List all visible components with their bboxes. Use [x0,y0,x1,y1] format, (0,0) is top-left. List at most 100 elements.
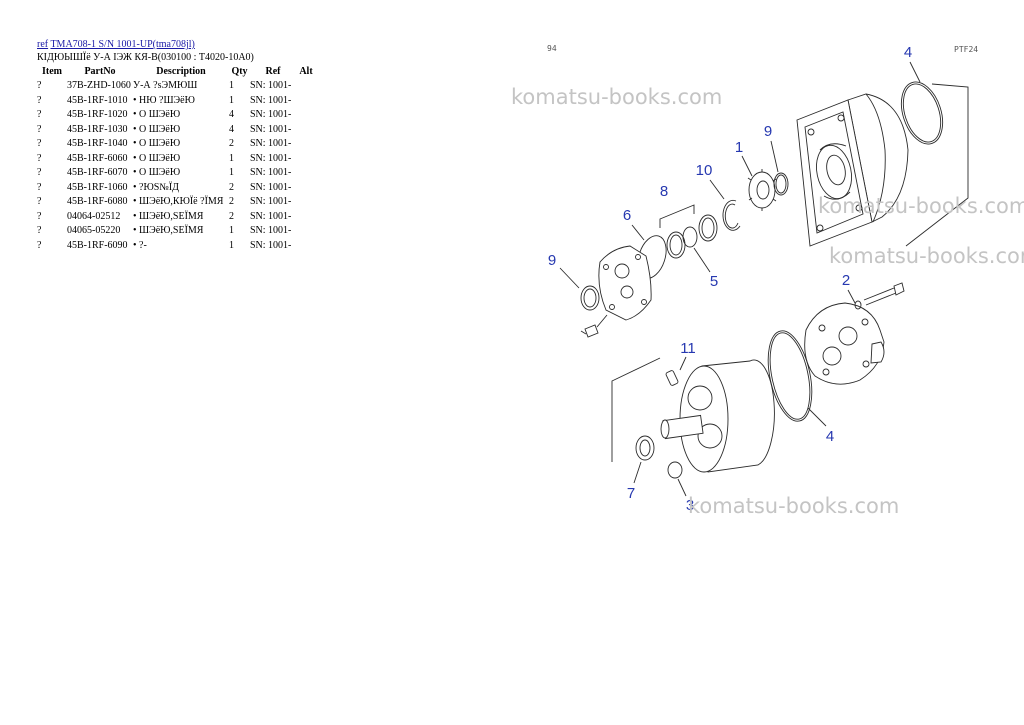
watermark-2: komatsu-books.com [818,194,1024,218]
cell-ref: SN: 1001- [250,239,292,251]
cell-qty: 2 [229,196,234,207]
cell-ref: SN: 1001- [250,225,292,236]
cell-partno: 37B-ZHD-1060 [67,80,131,91]
cell-qty: 2 [229,138,234,149]
rings-8 [659,204,718,259]
cell-item: ? [37,109,42,120]
cell-description: • НЮ ?ШЭёЮ [133,94,195,106]
spline-coupling [747,169,777,211]
parts-row: ? 45B-1RF-1060 • ?ЮЅ№ЇД 2 SN: 1001- [37,181,316,196]
cell-ref: SN: 1001- [250,181,292,193]
callout-5: 5 [710,273,718,290]
callout-1: 1 [735,139,743,156]
cell-description: У-А ?ѕЭМЮШ [133,80,198,91]
cell-partno: 45B-1RF-1030 [67,123,128,135]
cell-qty: 1 [229,239,234,251]
cell-qty: 4 [229,123,234,135]
model-link[interactable]: TMA708-1 S/N 1001-UP(tma708jl) [50,39,195,50]
cell-alt [296,239,316,254]
cell-item: ? [37,94,42,106]
cell-item: ? [37,138,42,149]
callout-4-lower: 4 [826,428,834,445]
pump-housing [796,93,909,247]
callout-10: 10 [696,162,713,179]
cell-description: • О ШЭёЮ [133,109,181,120]
callout-4-top: 4 [904,44,912,61]
bolt-left [580,314,608,338]
cell-description: • ?- [133,239,147,251]
callout-11: 11 [680,340,696,357]
watermark-3: komatsu-books.com [829,244,1024,268]
cell-qty: 1 [229,94,234,106]
front-cover-plate [598,245,652,321]
callout-7: 7 [627,485,635,502]
cell-item: ? [37,225,42,236]
cell-qty: 1 [229,152,234,164]
figure-code: PTF24 [954,45,978,54]
cell-alt [296,181,316,196]
frame-line-top [905,83,969,247]
cell-ref: SN: 1001- [250,210,292,222]
cell-partno: 45B-1RF-6060 [67,152,128,164]
cell-partno: 04065-05220 [67,225,121,236]
cell-item: ? [37,80,42,91]
cell-description: • О ШЭёЮ [133,123,181,135]
col-partno: PartNo [84,66,116,77]
parts-table: Item PartNo Description Qty Ref Alt ? 37B… [37,65,316,253]
parts-table-header: Item PartNo Description Qty Ref Alt [37,65,316,79]
col-description: Description [156,66,206,77]
cell-ref: SN: 1001- [250,80,292,91]
cell-ref: SN: 1001- [250,138,292,149]
exploded-parts-diagram: 94 PTF24 [547,44,978,514]
cell-partno: 45B-1RF-6070 [67,167,128,178]
cell-alt [296,108,316,123]
gear-pump-body [660,359,775,473]
cell-alt [296,195,316,210]
cell-description: • О ШЭёЮ [133,138,181,149]
cell-alt [296,210,316,225]
cell-partno: 45B-1RF-1010 [67,94,128,106]
cell-item: ? [37,196,42,207]
cell-alt [296,94,316,109]
ref-link[interactable]: ref [37,39,49,50]
sheet-number: 94 [547,44,557,53]
frame-line-bottom [611,357,661,462]
snap-ring-top [773,172,789,196]
section-title: КІДЮЫШЇё У-А ІЭЖ КЯ-В(030100 : T4020-10A… [37,52,254,63]
cell-qty: 1 [229,167,234,178]
cell-alt [296,137,316,152]
seal-7 [635,435,655,461]
cell-qty: 2 [229,181,234,193]
o-ring-lower [767,330,813,422]
col-alt: Alt [299,66,313,77]
cell-alt [296,79,316,94]
cell-ref: SN: 1001- [250,123,292,135]
cell-partno: 45B-1RF-1060 [67,181,128,193]
cell-partno: 45B-1RF-6090 [67,239,128,251]
cell-partno: 45B-1RF-1040 [67,138,128,149]
cell-ref: SN: 1001- [250,152,292,164]
retaining-ring [722,199,741,231]
cell-item: ? [37,210,42,222]
watermark-1: komatsu-books.com [511,85,723,109]
cell-description: • ?ЮЅ№ЇД [133,181,179,193]
cell-item: ? [37,181,42,193]
callout-3: 3 [686,497,694,514]
parts-row: ? 45B-1RF-1040 • О ШЭёЮ 2 SN: 1001- [37,137,316,152]
cell-partno: 04064-02512 [67,210,121,222]
col-ref: Ref [265,66,281,77]
cell-alt [296,224,316,239]
cell-alt [296,152,316,167]
key-11 [665,370,679,386]
cell-description: • ШЭёЮ,ЅЕЇМЯ [133,225,204,236]
cell-qty: 4 [229,109,234,120]
top-links: ref TMA708-1 S/N 1001-UP(tma708jl) [37,39,195,51]
callout-8: 8 [660,183,668,200]
